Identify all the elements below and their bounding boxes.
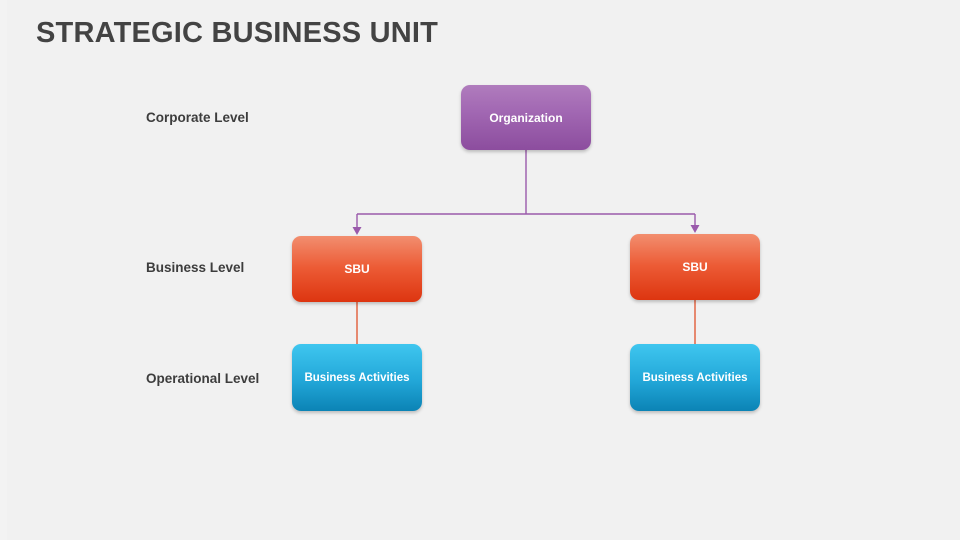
- slide-left-edge-strip: [0, 0, 7, 540]
- node-sbu-right[interactable]: SBU: [630, 234, 760, 300]
- level-label-operational: Operational Level: [146, 371, 260, 386]
- node-business-activities-right[interactable]: Business Activities: [630, 344, 760, 411]
- connector-sbu-to-activities: [356, 300, 696, 344]
- page-title: STRATEGIC BUSINESS UNIT: [36, 17, 439, 49]
- node-sbu-left[interactable]: SBU: [292, 236, 422, 302]
- arrowhead-left-sbu: [352, 227, 362, 235]
- connector-organization-to-sbus: [356, 150, 696, 229]
- node-organization[interactable]: Organization: [461, 85, 591, 150]
- level-label-business: Business Level: [146, 260, 245, 275]
- node-business-activities-left[interactable]: Business Activities: [292, 344, 422, 411]
- arrowhead-right-sbu: [690, 225, 700, 233]
- level-label-corporate: Corporate Level: [146, 110, 249, 125]
